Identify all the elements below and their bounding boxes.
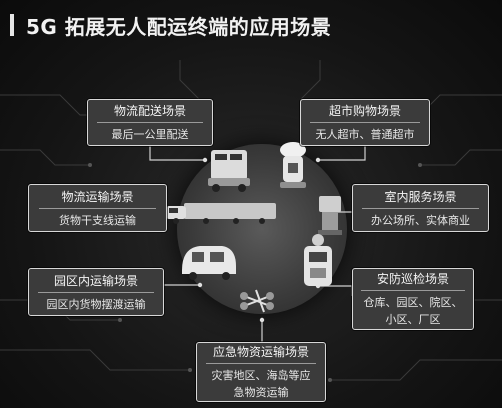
scenario-desc-line-2: 小区、厂区 (385, 313, 441, 326)
scenario-desc: 货物干支线运输 (59, 213, 136, 227)
scenario-title: 安防巡检场景 (376, 272, 449, 286)
delivery-robot-icon (208, 150, 250, 192)
drone-icon (240, 289, 274, 313)
truck-icon (166, 203, 276, 224)
page-title: 5G 拓展无人配运终端的应用场景 (26, 14, 332, 39)
scenario-desc: 最后一公里配送 (111, 128, 189, 141)
scenario-title: 应急物资运输场景 (212, 345, 309, 359)
scenario-title: 园区内运输场景 (53, 273, 138, 288)
patrol-robot-icon (304, 234, 332, 286)
scenario-divider (361, 290, 465, 291)
scenario-title: 物流运输场景 (61, 189, 134, 204)
shuttle-vehicle-icon (182, 246, 236, 280)
service-robot-icon (318, 196, 342, 235)
scenario-supermarket: 超市购物场景 无人超市、普通超市 (300, 99, 430, 146)
scenario-desc-line-1: 仓库、园区、院区、 (363, 296, 463, 309)
scenario-divider (38, 207, 157, 209)
page-header: 5G 拓展无人配运终端的应用场景 (10, 10, 331, 40)
scenario-title: 超市购物场景 (328, 104, 401, 118)
scenario-divider (205, 363, 317, 364)
scenario-divider (362, 207, 479, 209)
scenario-desc-line-1: 灾害地区、海岛等应 (211, 369, 311, 382)
scenario-title: 室内服务场景 (384, 189, 457, 204)
scenario-desc: 园区内货物摆渡运输 (46, 297, 146, 311)
scenario-desc: 办公场所、实体商业 (371, 213, 470, 227)
scenario-indoor-service: 室内服务场景 办公场所、实体商业 (352, 184, 489, 232)
supermarket-robot-icon (280, 142, 306, 188)
scenario-security-patrol: 安防巡检场景 仓库、园区、院区、 小区、厂区 (352, 268, 474, 330)
header-accent-bar (10, 14, 14, 36)
scenario-divider (38, 291, 154, 293)
scenario-divider (309, 122, 421, 123)
scenario-park-transport: 园区内运输场景 园区内货物摆渡运输 (28, 268, 164, 316)
scenario-divider (96, 122, 204, 123)
scenario-title: 物流配送场景 (113, 104, 186, 118)
scenario-desc: 无人超市、普通超市 (315, 128, 415, 141)
scenario-emergency-supplies: 应急物资运输场景 灾害地区、海岛等应 急物资运输 (196, 342, 326, 402)
scenario-logistics-delivery: 物流配送场景 最后一公里配送 (87, 99, 213, 146)
scenario-logistics-transport: 物流运输场景 货物干支线运输 (28, 184, 167, 232)
scenario-desc-line-2: 急物资运输 (233, 386, 289, 399)
